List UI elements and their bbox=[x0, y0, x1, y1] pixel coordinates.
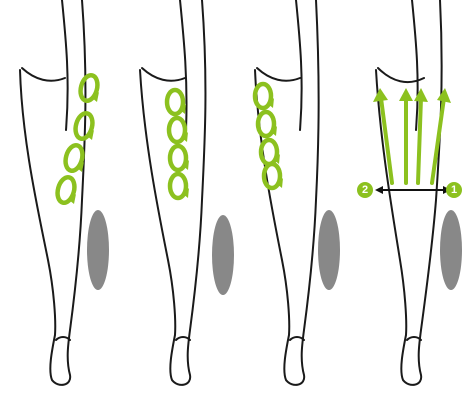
stroke-arrowhead-2 bbox=[399, 88, 413, 101]
leg-outline-front bbox=[412, 0, 418, 130]
panel-4: 2 1 bbox=[357, 0, 462, 385]
stroke-arrow-3 bbox=[418, 98, 421, 183]
circular-loops-offset bbox=[255, 84, 283, 188]
leg-outline-front bbox=[62, 0, 68, 130]
buttock-curve bbox=[142, 68, 185, 81]
leg-outline-back bbox=[255, 0, 319, 385]
marker-1-label: 1 bbox=[451, 184, 457, 196]
stroke-arrowhead-3 bbox=[414, 88, 428, 102]
leg-outline-back bbox=[376, 0, 442, 385]
circular-loops-diagonal bbox=[55, 73, 100, 204]
buttock-curve bbox=[22, 68, 65, 81]
panel-3 bbox=[255, 0, 340, 385]
stroke-arrowhead-4 bbox=[437, 88, 451, 103]
panel-2 bbox=[140, 0, 234, 385]
electrode-pad bbox=[212, 215, 234, 295]
leg-outline-front bbox=[296, 0, 302, 130]
stroke-arrowhead-1 bbox=[373, 88, 388, 102]
circular-loops-vertical bbox=[167, 90, 189, 198]
left-arrowhead bbox=[375, 186, 383, 194]
electrode-pad bbox=[318, 210, 340, 290]
marker-2-label: 2 bbox=[362, 184, 368, 196]
marker-1: 1 bbox=[446, 182, 462, 198]
buttock-curve bbox=[257, 68, 300, 81]
electrode-pad bbox=[440, 210, 462, 290]
upward-strokes bbox=[373, 88, 451, 183]
electrode-pad bbox=[87, 210, 109, 290]
panel-1 bbox=[20, 0, 109, 385]
marker-2: 2 bbox=[357, 182, 373, 198]
